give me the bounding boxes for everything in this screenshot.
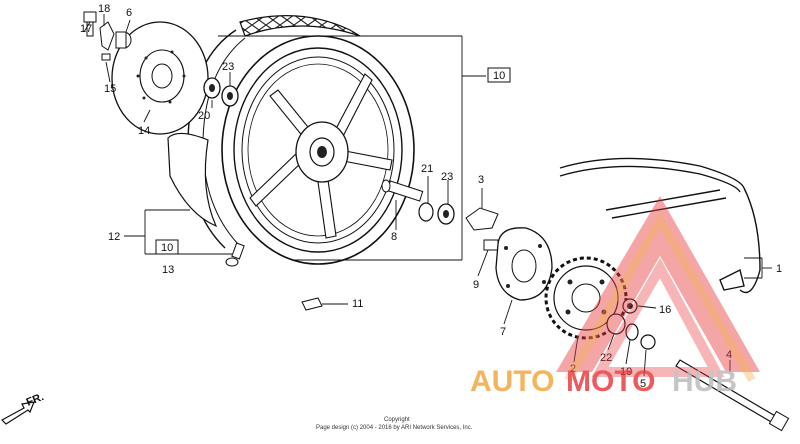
watermark-hub: HUB bbox=[672, 365, 737, 398]
watermark-auto: AUTO bbox=[470, 365, 554, 398]
watermark-moto: MOTO bbox=[566, 365, 655, 398]
callout-20: 20 bbox=[198, 110, 210, 122]
collar-6 bbox=[115, 31, 132, 49]
callout-3: 3 bbox=[478, 174, 484, 186]
drive-chain-1 bbox=[559, 157, 761, 294]
callout-23-left: 23 bbox=[222, 61, 234, 73]
callout-9: 9 bbox=[473, 279, 479, 291]
clip-18 bbox=[99, 21, 115, 51]
sprocket-carrier-7 bbox=[495, 227, 553, 301]
collar-5 bbox=[640, 334, 656, 350]
callout-12: 12 bbox=[108, 231, 120, 243]
callout-6: 6 bbox=[126, 7, 132, 19]
boxed-ref-upper-label: 10 bbox=[493, 70, 505, 82]
seal-19 bbox=[625, 323, 639, 341]
axle-collar-8 bbox=[381, 179, 424, 202]
callout-19: 19 bbox=[620, 366, 632, 378]
brake-disc bbox=[111, 21, 209, 135]
boxed-ref-upper: 10 bbox=[487, 67, 511, 83]
fr-label: FR. bbox=[25, 391, 46, 409]
inner-liner bbox=[167, 132, 218, 228]
callout-18: 18 bbox=[98, 3, 110, 15]
collar-9 bbox=[483, 239, 499, 251]
automotohub-watermark: AUTO MOTO HUB bbox=[470, 196, 760, 398]
callout-5: 5 bbox=[640, 378, 646, 390]
callout-2: 2 bbox=[570, 363, 576, 375]
seal-21 bbox=[418, 202, 434, 222]
bearing-22 bbox=[606, 313, 626, 335]
callout-1: 1 bbox=[776, 263, 782, 275]
driven-sprocket-2 bbox=[544, 256, 628, 340]
copyright-line-2: Page design (c) 2004 - 2016 by ARI Netwo… bbox=[316, 425, 473, 431]
callout-11: 11 bbox=[352, 298, 363, 310]
balance-weight-11 bbox=[301, 297, 323, 311]
boxed-ref-lower: 10 bbox=[155, 239, 179, 255]
callout-17: 17 bbox=[80, 23, 92, 35]
callout-22: 22 bbox=[600, 352, 612, 364]
callout-4: 4 bbox=[726, 349, 732, 361]
damper-3 bbox=[465, 207, 499, 231]
callout-16: 16 bbox=[659, 304, 671, 316]
front-direction-arrow: FR. bbox=[1, 391, 46, 425]
callout-7: 7 bbox=[500, 326, 506, 338]
callout-14: 14 bbox=[138, 125, 150, 137]
leader-lines bbox=[83, 14, 772, 377]
nut-16 bbox=[622, 298, 638, 314]
screw-15 bbox=[101, 53, 111, 61]
rear-axle-4 bbox=[675, 359, 790, 432]
copyright-line-1: Copyright bbox=[384, 417, 410, 423]
callout-15: 15 bbox=[104, 83, 116, 95]
valve-stem-13 bbox=[225, 242, 245, 267]
rear-wheel-rim bbox=[233, 47, 403, 253]
boxed-ref-lower-label: 10 bbox=[161, 242, 173, 254]
callout-21: 21 bbox=[421, 163, 433, 175]
callout-23-right: 23 bbox=[441, 171, 453, 183]
callout-13: 13 bbox=[162, 264, 174, 276]
callout-8: 8 bbox=[391, 231, 397, 243]
callout-labels: 17 18 6 15 14 23 20 12 13 11 21 23 3 8 9… bbox=[80, 3, 782, 390]
